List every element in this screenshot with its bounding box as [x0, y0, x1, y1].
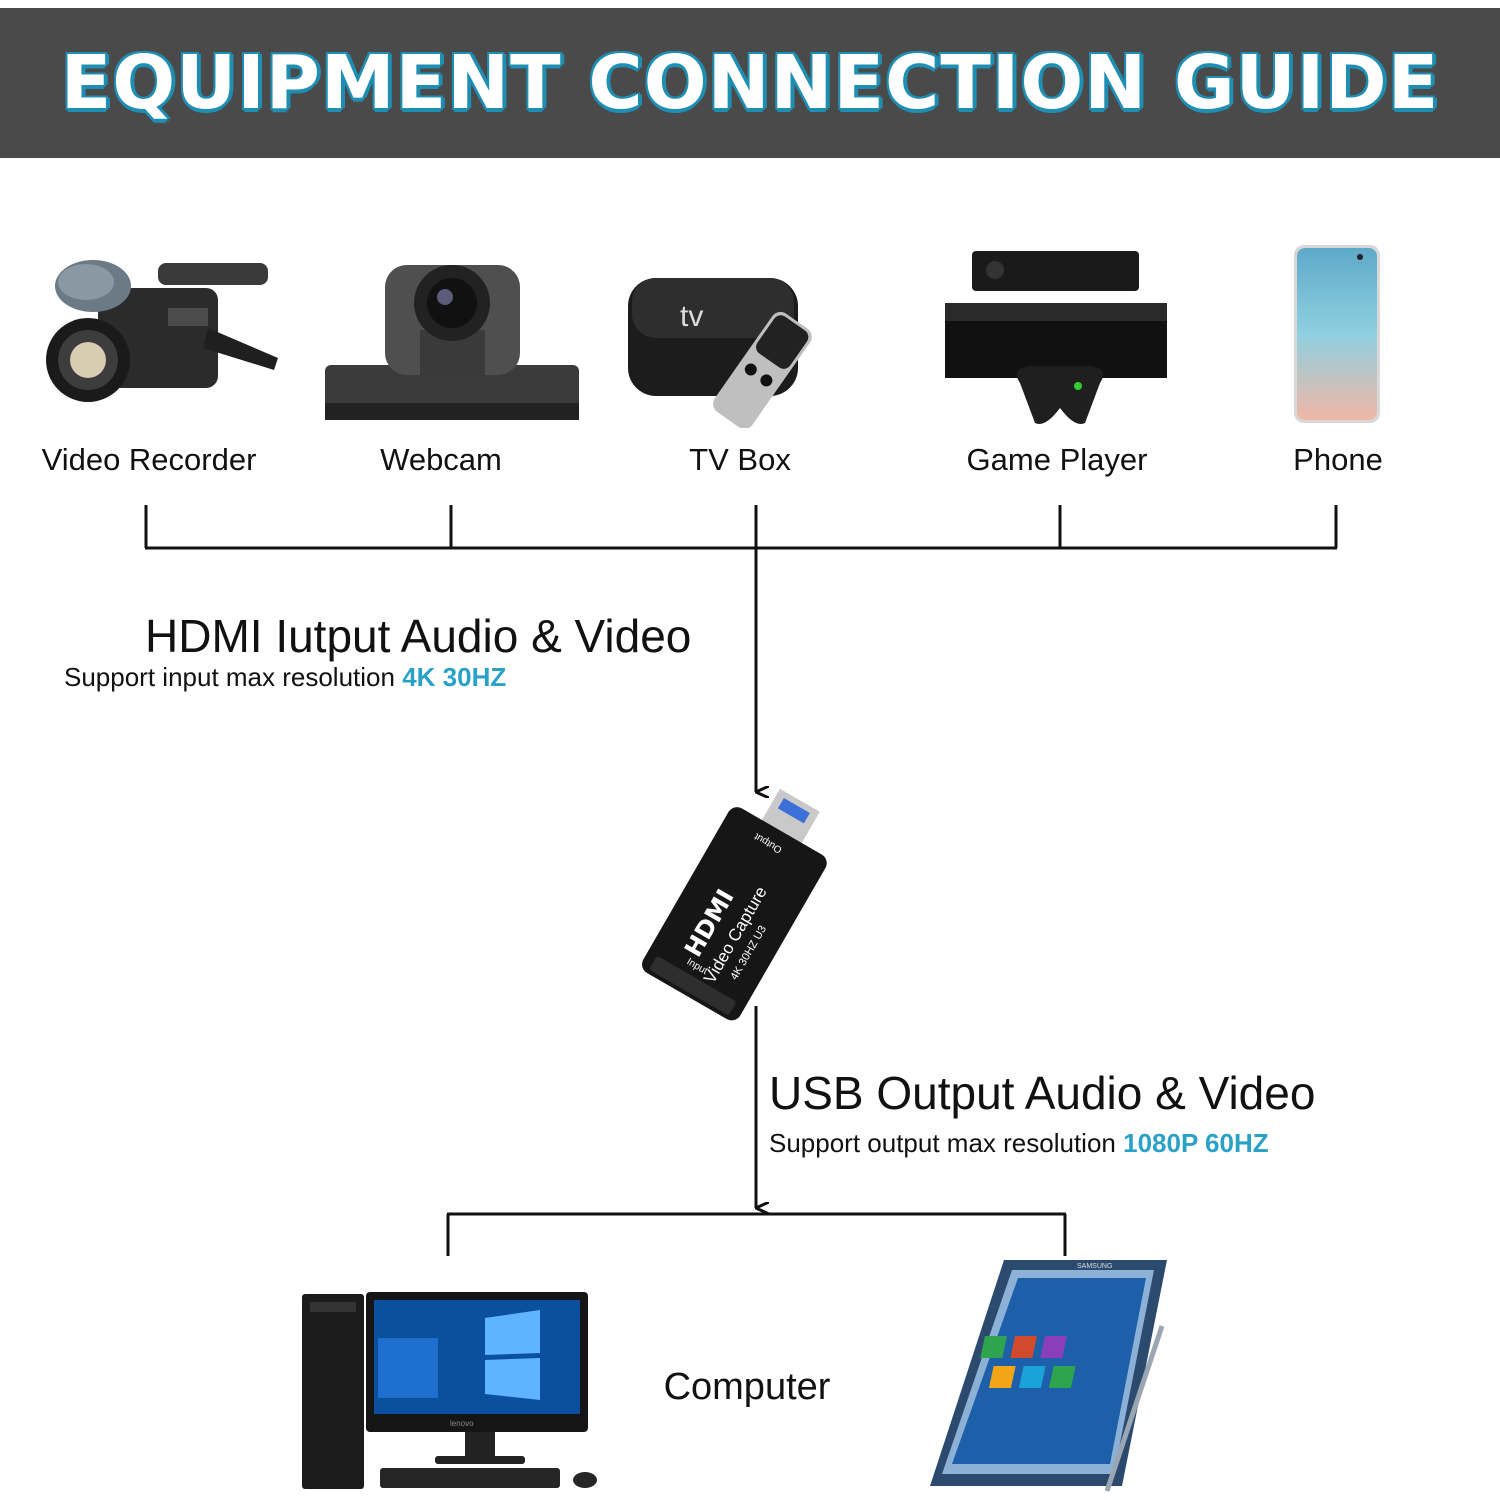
monitor-brand: lenovo — [450, 1419, 474, 1428]
video-recorder-icon — [46, 260, 278, 402]
smartphone-icon — [1294, 245, 1380, 423]
hdmi-capture-dongle-icon: HDMI Video Capture 4K 30HZ U3 Output Inp… — [642, 788, 827, 1021]
destination-label: Computer — [663, 1366, 831, 1408]
input-support: Support input max resolution 4K 30HZ — [64, 662, 506, 693]
input-heading: HDMI Iutput Audio & Video — [145, 610, 692, 662]
output-support-text: Support output max resolution — [769, 1128, 1116, 1158]
output-support-value: 1080P 60HZ — [1123, 1128, 1269, 1158]
source-label-tv-box: TV Box — [689, 442, 791, 477]
source-label-video-recorder: Video Recorder — [41, 442, 257, 477]
source-label-game-player: Game Player — [966, 442, 1148, 477]
source-label-webcam: Webcam — [380, 442, 502, 477]
xbox-console-icon — [945, 251, 1167, 424]
page-title: EQUIPMENT CONNECTION GUIDE — [60, 40, 1440, 126]
input-support-text: Support input max resolution — [64, 662, 395, 692]
tablet-pc-icon: SAMSUNG — [930, 1260, 1167, 1492]
source-label-phone: Phone — [1293, 442, 1383, 477]
output-support: Support output max resolution 1080P 60HZ — [769, 1128, 1269, 1159]
header-banner: EQUIPMENT CONNECTION GUIDE — [0, 8, 1500, 158]
tablet-brand: SAMSUNG — [1077, 1263, 1112, 1270]
svg-text:tv: tv — [680, 300, 703, 333]
input-support-value: 4K 30HZ — [402, 662, 507, 692]
ptz-webcam-icon — [325, 265, 579, 420]
desktop-pc-icon: lenovo — [302, 1292, 597, 1489]
output-heading: USB Output Audio & Video — [769, 1067, 1316, 1119]
apple-tv-box-icon: tv — [628, 278, 812, 428]
